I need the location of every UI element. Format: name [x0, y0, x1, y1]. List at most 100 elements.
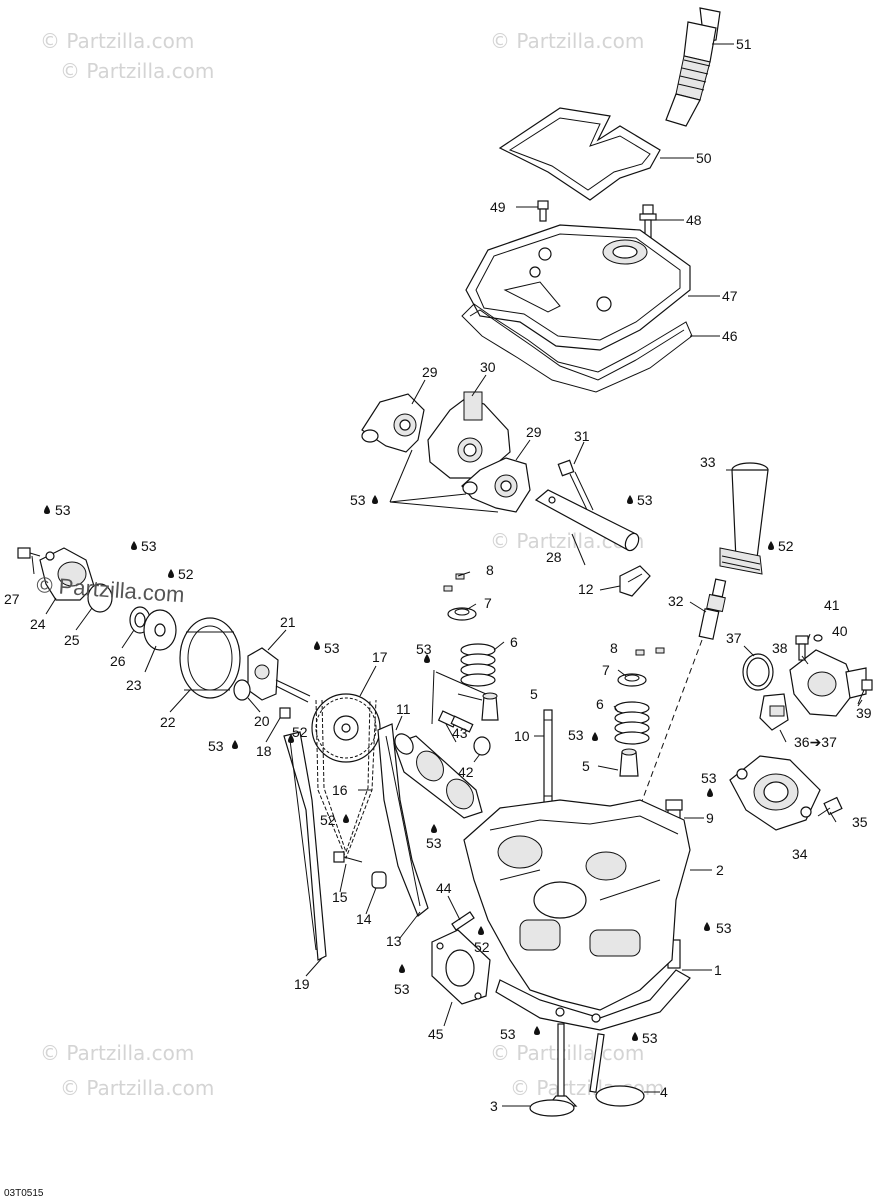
leader-lines [31, 43, 863, 1107]
valve-seal-b [619, 748, 639, 777]
oil-drop-icon [704, 922, 710, 931]
part-label: 19 [294, 976, 310, 992]
oil-drop-icon [707, 788, 713, 797]
o-ring-40 [813, 634, 823, 642]
part-label: 7 [484, 595, 492, 611]
part-label: 29 [526, 424, 542, 440]
valve-spring-a [460, 643, 496, 687]
part-label: 39 [856, 705, 872, 721]
watermark: © Partzilla.com [490, 1041, 644, 1065]
chain-guide-13 [377, 723, 429, 917]
spark-plug [698, 578, 727, 640]
bolt-35 [817, 796, 843, 817]
drawing-reference: 03T0515 [4, 1188, 44, 1199]
chain-guide-19 [283, 731, 327, 961]
part-label: 36➔37 [794, 734, 837, 750]
part-label: 6 [596, 696, 604, 712]
part-label: 34 [792, 846, 808, 862]
valve-cover [465, 224, 691, 351]
part-label: 8 [486, 562, 494, 578]
part-label: 46 [722, 328, 738, 344]
oil-drop-icon [592, 732, 598, 741]
oil-drop-icon [44, 505, 50, 514]
part-label: 7 [602, 662, 610, 678]
part-label: 50 [696, 150, 712, 166]
tensioner-21 [247, 647, 311, 703]
center-watermark: © Partzilla.com [36, 572, 186, 607]
oil-drop-icon [534, 1026, 540, 1035]
part-label: 24 [30, 616, 46, 632]
part-label: 20 [254, 713, 270, 729]
bolt-48 [639, 204, 657, 245]
bolt-27 [17, 547, 41, 559]
rocker-arm-center [427, 391, 511, 479]
part-label: 53 [426, 835, 442, 851]
part-label: 53 [637, 492, 653, 508]
bolt-39 [857, 679, 873, 705]
part-label: 52 [320, 812, 336, 828]
part-label: 51 [736, 36, 752, 52]
valve-keepers-a [443, 573, 465, 592]
o-ring-25 [87, 583, 113, 613]
part-label: 14 [356, 911, 372, 927]
valve-keepers-b [635, 647, 665, 656]
part-label: 44 [436, 880, 452, 896]
oil-drop-icon [632, 1032, 638, 1041]
part-label: 18 [256, 743, 272, 759]
watermark: © Partzilla.com [60, 1076, 214, 1100]
oil-drop-icon [131, 541, 137, 550]
valve-seal-a [481, 692, 499, 721]
part-label: 22 [160, 714, 176, 730]
part-label: 31 [574, 428, 590, 444]
part-label: 53 [416, 641, 432, 657]
part-label: 1 [714, 962, 722, 978]
part-label: 10 [514, 728, 530, 744]
oil-drop-icons [44, 495, 774, 1041]
spark-plug-cover [498, 107, 661, 201]
part-label: 53 [55, 502, 71, 518]
part-label: 11 [396, 701, 411, 717]
part-label: 27 [4, 591, 20, 607]
part-label: 47 [722, 288, 738, 304]
intake-valve [529, 1023, 578, 1117]
part-label: 32 [668, 593, 684, 609]
part-label: 53 [500, 1026, 516, 1042]
o-ring-37 [742, 653, 774, 691]
rocker-arm-right [461, 457, 531, 513]
o-ring-42 [473, 736, 491, 756]
bolt-18 [279, 707, 291, 719]
watermark: © Partzilla.com [40, 29, 194, 53]
watermark: © Partzilla.com [490, 29, 644, 53]
oil-drop-icon [168, 569, 174, 578]
part-label: 33 [700, 454, 716, 470]
spring-retainer-b [617, 673, 647, 687]
part-label: 53 [716, 920, 732, 936]
part-label: 28 [546, 549, 562, 565]
cylinder-head [463, 799, 691, 1031]
spring-retainer-a [447, 607, 477, 621]
part-label: 52 [778, 538, 794, 554]
part-label: 29 [422, 364, 438, 380]
part-label: 53 [350, 492, 366, 508]
part-label: 53 [701, 770, 717, 786]
spark-plug-tube [719, 462, 769, 575]
oil-drop-icon [424, 654, 430, 663]
part-label: 15 [332, 889, 348, 905]
camshaft-sprocket [311, 693, 381, 763]
part-label: 16 [332, 782, 348, 798]
part-label: 35 [852, 814, 868, 830]
oil-drop-icon [232, 740, 238, 749]
part-label: 38 [772, 640, 788, 656]
part-label: 41 [824, 597, 840, 613]
part-label: 52 [474, 939, 490, 955]
part-label: 2 [716, 862, 724, 878]
oil-drop-icon [343, 814, 349, 823]
valve-spring-b [614, 701, 650, 745]
part-label: 53 [394, 981, 410, 997]
part-label: 30 [480, 359, 496, 375]
bolt-15 [333, 851, 363, 863]
part-label: 8 [610, 640, 618, 656]
oil-drop-icon [478, 926, 484, 935]
retainer-12 [619, 565, 651, 597]
